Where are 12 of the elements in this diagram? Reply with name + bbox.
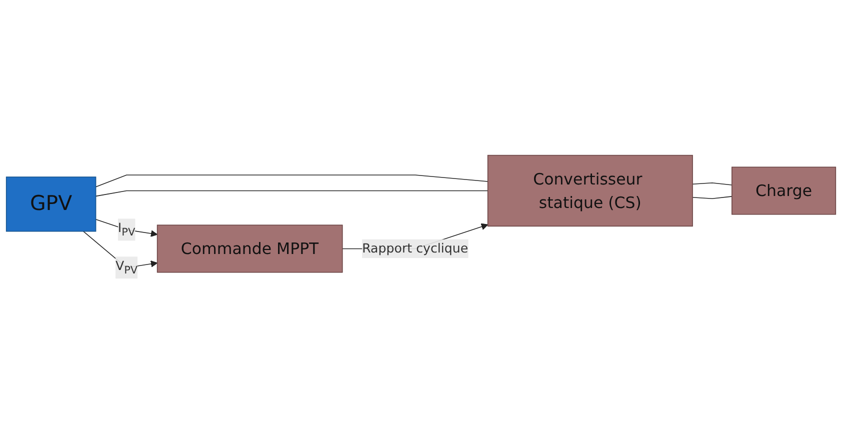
node-box: Convertisseur statique (CS) — [487, 154, 693, 227]
node-box: GPV — [6, 176, 96, 232]
edge-label: Rapport cyclique — [362, 240, 468, 256]
connector — [692, 182, 732, 186]
edge-label: V$_{PV}$ — [115, 258, 138, 276]
connector — [95, 174, 488, 188]
node-box: Charge — [732, 166, 836, 215]
connector — [95, 190, 488, 197]
edge-label: I$_{PV}$ — [118, 220, 136, 238]
node-box: Commande MPPT — [156, 224, 343, 273]
arrow — [82, 230, 158, 268]
connector — [692, 196, 732, 199]
